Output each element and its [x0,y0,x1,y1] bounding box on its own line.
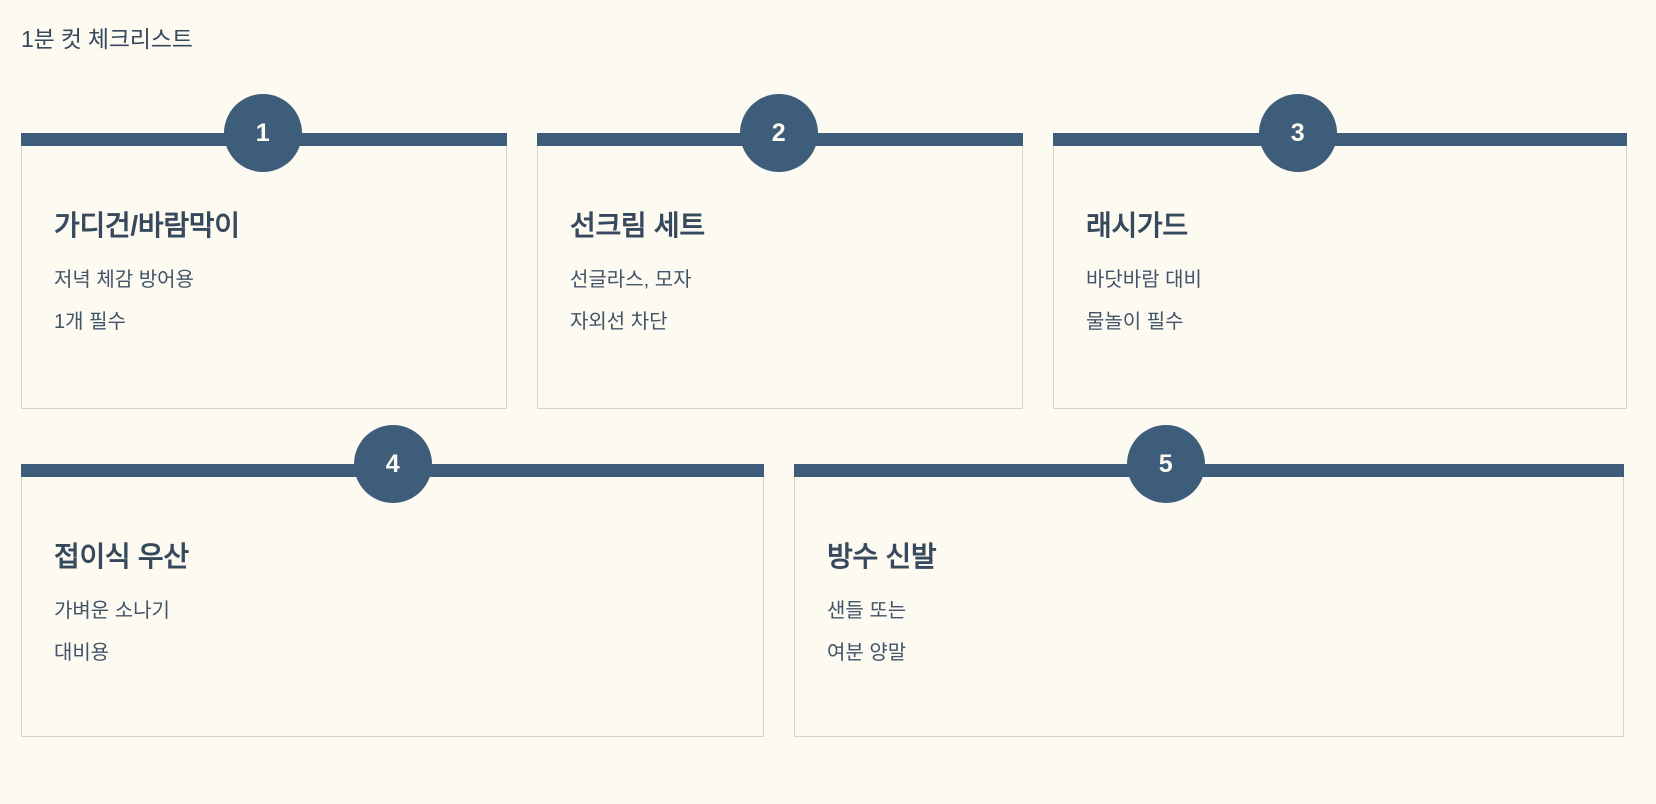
card-title: 접이식 우산 [54,541,189,572]
checklist-card-2[interactable]: 2 선크림 세트 선글라스, 모자 자외선 차단 [537,94,1023,409]
checklist-card-4[interactable]: 4 접이식 우산 가벼운 소나기 대비용 [21,425,764,737]
page-title: 1분 컷 체크리스트 [21,26,193,52]
card-title: 방수 신발 [827,541,937,572]
checklist-card-1[interactable]: 1 가디건/바람막이 저녁 체감 방어용 1개 필수 [21,94,507,409]
card-number-badge: 3 [1259,94,1337,172]
card-body: 가디건/바람막이 저녁 체감 방어용 1개 필수 [22,146,506,358]
checklist-card-5[interactable]: 5 방수 신발 샌들 또는 여분 양말 [794,425,1624,737]
card-number-badge: 5 [1127,425,1205,503]
card-detail-line: 선글라스, 모자 [570,269,692,291]
card-top-bar [794,464,1624,477]
card-detail-line: 저녁 체감 방어용 [54,269,194,291]
card-title: 래시가드 [1086,210,1188,241]
card-top-bar [1053,133,1627,146]
card-body: 접이식 우산 가벼운 소나기 대비용 [22,477,763,689]
card-detail-line: 샌들 또는 [827,600,907,622]
card-detail-line: 1개 필수 [54,311,126,333]
card-body: 선크림 세트 선글라스, 모자 자외선 차단 [538,146,1022,358]
checklist-card-3[interactable]: 3 래시가드 바닷바람 대비 물놀이 필수 [1053,94,1627,409]
card-body: 방수 신발 샌들 또는 여분 양말 [795,477,1623,689]
card-title: 가디건/바람막이 [54,210,240,241]
card-detail-line: 가벼운 소나기 [54,600,170,622]
card-detail-line: 대비용 [54,642,110,664]
card-detail-line: 바닷바람 대비 [1086,269,1202,291]
card-number-badge: 2 [740,94,818,172]
card-detail-line: 여분 양말 [827,642,907,664]
card-title: 선크림 세트 [570,210,705,241]
checklist-row-1: 1 가디건/바람막이 저녁 체감 방어용 1개 필수 2 선크림 세트 선글라스… [0,94,1656,409]
card-number-badge: 4 [354,425,432,503]
card-number-badge: 1 [224,94,302,172]
card-detail-line: 물놀이 필수 [1086,311,1184,333]
card-detail-line: 자외선 차단 [570,311,668,333]
card-body: 래시가드 바닷바람 대비 물놀이 필수 [1054,146,1626,358]
checklist-row-2: 4 접이식 우산 가벼운 소나기 대비용 5 방수 신발 샌들 또는 여분 양말 [0,425,1656,737]
